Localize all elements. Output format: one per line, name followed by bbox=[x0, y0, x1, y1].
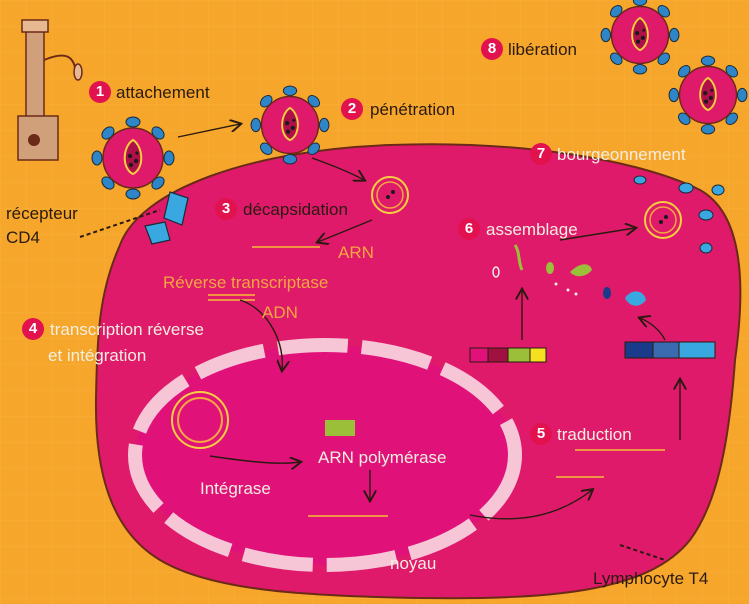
step-label-attachement: attachement bbox=[116, 84, 210, 101]
reverse-transcriptase-label: Réverse transcriptase bbox=[163, 274, 328, 291]
receptor-label-line2: CD4 bbox=[6, 229, 40, 246]
assembled-virion-icon bbox=[645, 202, 681, 238]
arn-polymerase-label: ARN polymérase bbox=[318, 449, 447, 466]
step-number-1: 1 bbox=[89, 81, 111, 103]
hiv-virus-icon bbox=[251, 86, 329, 164]
step-number-6: 6 bbox=[458, 218, 480, 240]
step-label-bourgeonnement: bourgeonnement bbox=[557, 146, 686, 163]
step-number-3: 3 bbox=[215, 198, 237, 220]
step-number-5: 5 bbox=[530, 423, 552, 445]
noyau-label: noyau bbox=[390, 555, 436, 572]
receptor-label-line1: récepteur bbox=[6, 205, 78, 222]
capsid-icon bbox=[372, 177, 408, 213]
hiv-virus-icon bbox=[92, 117, 174, 199]
step-number-2: 2 bbox=[341, 98, 363, 120]
step-label-integration: et intégration bbox=[48, 347, 146, 364]
protein-chain-left bbox=[470, 348, 546, 362]
step-label-assemblage: assemblage bbox=[486, 221, 578, 238]
step-label-liberation: libération bbox=[508, 41, 577, 58]
step-number-8: 8 bbox=[481, 38, 503, 60]
rna-polymerase-block bbox=[325, 420, 355, 436]
step-number-4: 4 bbox=[22, 318, 44, 340]
hiv-virus-icon bbox=[669, 56, 747, 134]
step-label-penetration: pénétration bbox=[370, 101, 455, 118]
lymphocyte-label: Lymphocyte T4 bbox=[593, 570, 708, 587]
arn-label: ARN bbox=[338, 244, 374, 261]
integrase-label: Intégrase bbox=[200, 480, 271, 497]
step-label-transcription: transcription réverse bbox=[50, 321, 204, 338]
adn-label: ADN bbox=[262, 304, 298, 321]
step-label-decapsidation: décapsidation bbox=[243, 201, 348, 218]
step-number-7: 7 bbox=[530, 143, 552, 165]
protein-chain-right bbox=[625, 342, 715, 358]
step-label-traduction: traduction bbox=[557, 426, 632, 443]
